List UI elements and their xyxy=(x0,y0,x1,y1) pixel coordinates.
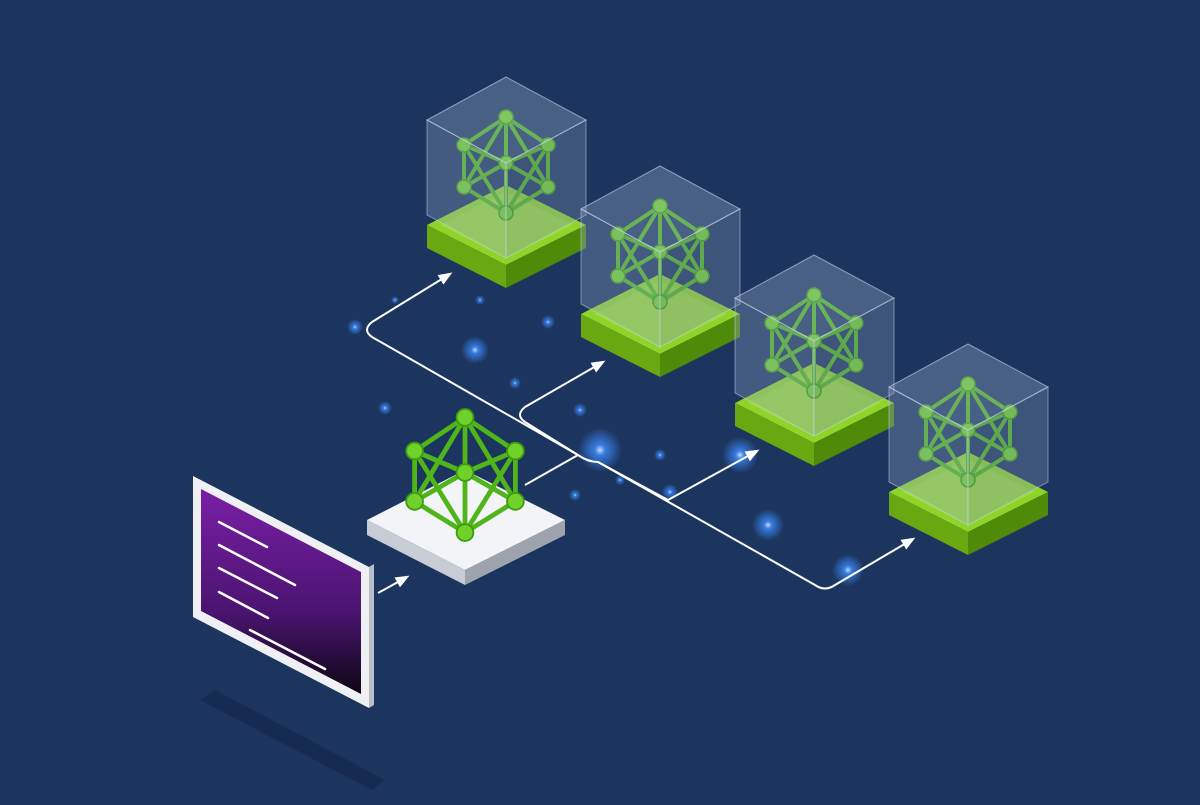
deployed-model-1 xyxy=(427,77,586,288)
deployed-model-3 xyxy=(735,255,894,466)
input-terminal xyxy=(193,476,385,790)
source-model xyxy=(367,409,565,585)
connector-to-model-2 xyxy=(519,360,606,456)
terminal-screen-icon xyxy=(201,489,361,694)
terminal-text-lines xyxy=(217,520,327,671)
connector-from-terminal xyxy=(377,575,410,594)
connector-lines xyxy=(366,272,916,594)
deployed-model-2 xyxy=(581,166,740,377)
connector-to-model-4 xyxy=(597,461,916,590)
glow-particles xyxy=(347,295,864,586)
deployed-model-4 xyxy=(889,344,1048,555)
connector-to-model-1 xyxy=(366,272,579,456)
connector-from-source xyxy=(524,454,579,486)
